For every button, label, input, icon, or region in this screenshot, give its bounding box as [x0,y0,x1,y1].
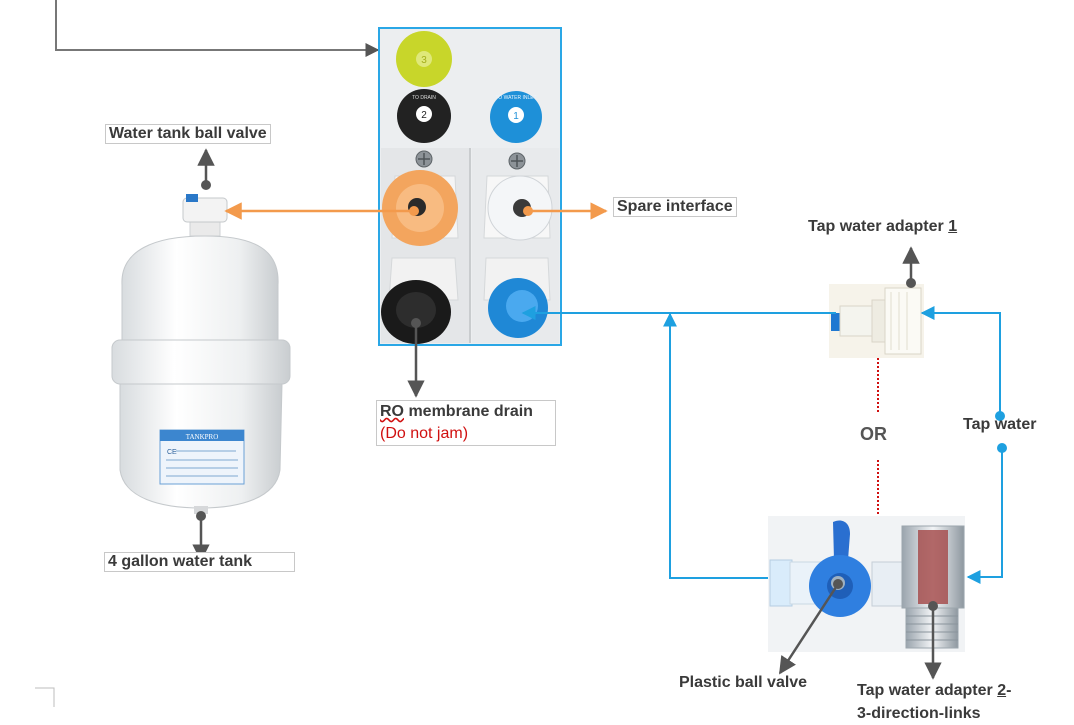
label-ro-note: (Do not jam) [380,425,469,442]
label-tap-adapter-2-line2: 3-direction-links [857,705,981,722]
label-tap-adapter-2-prefix: Tap water adapter [857,682,998,699]
blue-line-adapter2-to-panel [663,312,768,579]
label-tank-ball-valve-text: Water tank ball valve [109,125,267,142]
tap-adapter-1 [829,284,924,358]
port-2-number: 2 [421,110,427,121]
label-tank: 4 gallon water tank [104,552,295,572]
label-tank-ball-valve: Water tank ball valve [105,124,271,144]
label-or: OR [860,424,887,444]
label-tap-adapter-2: Tap water adapter 2- 3-direction-links [857,679,1011,725]
arrow-plastic-ball-valve [778,583,840,675]
label-tap-adapter-2-suffix: - [1006,682,1012,699]
label-spare-interface-text: Spare interface [617,198,733,215]
label-tap-adapter-1-num: 1 [948,218,958,235]
tank-mark: CE [167,449,177,456]
port-3-cap: 3 [396,31,452,87]
tank-brand: TANKPRO [186,433,219,441]
label-ro-drain: RO membrane drain (Do not jam) [376,400,556,446]
label-spare-interface: Spare interface [613,197,737,217]
orange-fitting [382,170,459,246]
water-tank: TANKPRO CE [111,194,291,514]
blue-fitting [483,257,551,338]
port-1-cap: TO WATER INLET 1 [490,91,542,143]
port-2-text: TO DRAIN [412,95,436,101]
label-plastic-ball-valve: Plastic ball valve [679,674,808,691]
blue-line-tap-water-down [966,448,1003,584]
label-ro-prefix: RO [380,403,404,420]
feed-line-top [55,0,380,57]
port-2-cap: TO DRAIN 2 [397,89,451,143]
label-tap-adapter-1: Tap water adapter 1 [808,218,957,236]
blue-line-tap-water-up [920,306,1001,416]
label-tap-adapter-1-prefix: Tap water adapter [808,218,949,235]
lock-screw-icon [415,150,526,170]
label-tap-water: Tap water [963,416,1037,433]
black-fitting [381,257,459,344]
port-1-number: 1 [513,111,519,122]
white-fitting [483,175,553,241]
port-1-text: TO WATER INLET [495,95,536,101]
tap-adapter-2 [768,516,965,652]
port-3-number: 3 [421,55,427,66]
label-tap-adapter-2-num: 2 [997,682,1007,699]
label-ro-rest: membrane drain [404,403,533,420]
filter-panel: 3 TO DRAIN 2 TO WATER INLET 1 [378,27,562,346]
page-corner-mark [35,687,55,707]
label-tank-text: 4 gallon water tank [108,553,253,570]
